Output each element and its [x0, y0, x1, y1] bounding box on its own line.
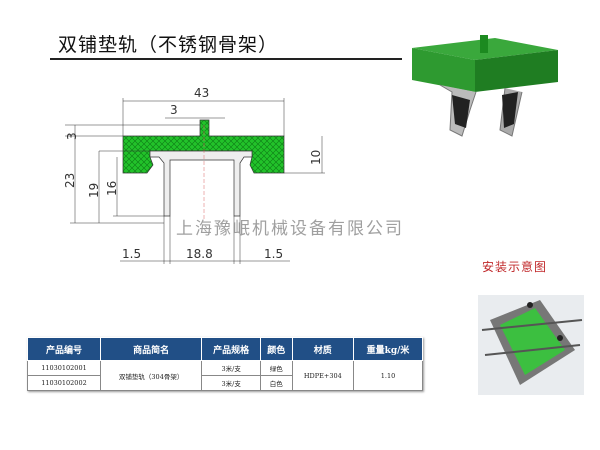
cell-name: 双铺垫轨（304骨架） — [99, 360, 203, 391]
header-spec: 产品规格 — [201, 337, 261, 361]
dim-3-rib: 3 — [170, 103, 178, 117]
cell-spec: 3米/支 — [201, 360, 261, 376]
product-3d-image — [412, 35, 558, 137]
dim-43: 43 — [194, 86, 209, 100]
dimension-lines — [65, 98, 325, 264]
dim-3-top: 3 — [65, 132, 79, 140]
dim-16: 16 — [105, 181, 119, 196]
dim-1.5-left: 1.5 — [122, 247, 141, 261]
cell-spec: 3米/支 — [201, 375, 261, 391]
table-row: 11030102002 3米/支 白色 — [27, 375, 423, 391]
cell-code: 11030102001 — [27, 360, 101, 376]
header-material: 材质 — [291, 337, 355, 361]
dim-19: 19 — [87, 183, 101, 198]
cell-weight: 1.10 — [353, 360, 423, 391]
dim-18.8: 18.8 — [186, 247, 213, 261]
cell-color: 绿色 — [260, 360, 293, 376]
header-weight: 重量kg/米 — [353, 337, 423, 361]
page-title: 双铺垫轨（不锈钢骨架） — [58, 34, 279, 56]
dim-10: 10 — [309, 150, 323, 165]
company-watermark: 上海豫岷机械设备有限公司 — [176, 219, 404, 239]
cell-code: 11030102002 — [27, 375, 101, 391]
cell-color: 白色 — [260, 375, 293, 391]
profile-cross-section — [122, 119, 285, 220]
installation-diagram-image — [478, 295, 584, 395]
dim-23: 23 — [63, 173, 77, 188]
cell-material: HDPE+304 — [291, 360, 355, 391]
header-code: 产品编号 — [27, 337, 101, 361]
table-header-row: 产品编号 商品简名 产品规格 颜色 材质 重量kg/米 — [27, 337, 423, 361]
title-divider — [50, 58, 402, 60]
header-color: 颜色 — [260, 337, 293, 361]
header-name: 商品简名 — [99, 337, 203, 361]
dim-1.5-right: 1.5 — [264, 247, 283, 261]
installation-diagram-label: 安装示意图 — [482, 260, 548, 274]
table-row: 11030102001 双铺垫轨（304骨架） 3米/支 绿色 HDPE+304… — [27, 360, 423, 391]
product-table: 产品编号 商品简名 产品规格 颜色 材质 重量kg/米 11030102001 … — [27, 337, 423, 391]
